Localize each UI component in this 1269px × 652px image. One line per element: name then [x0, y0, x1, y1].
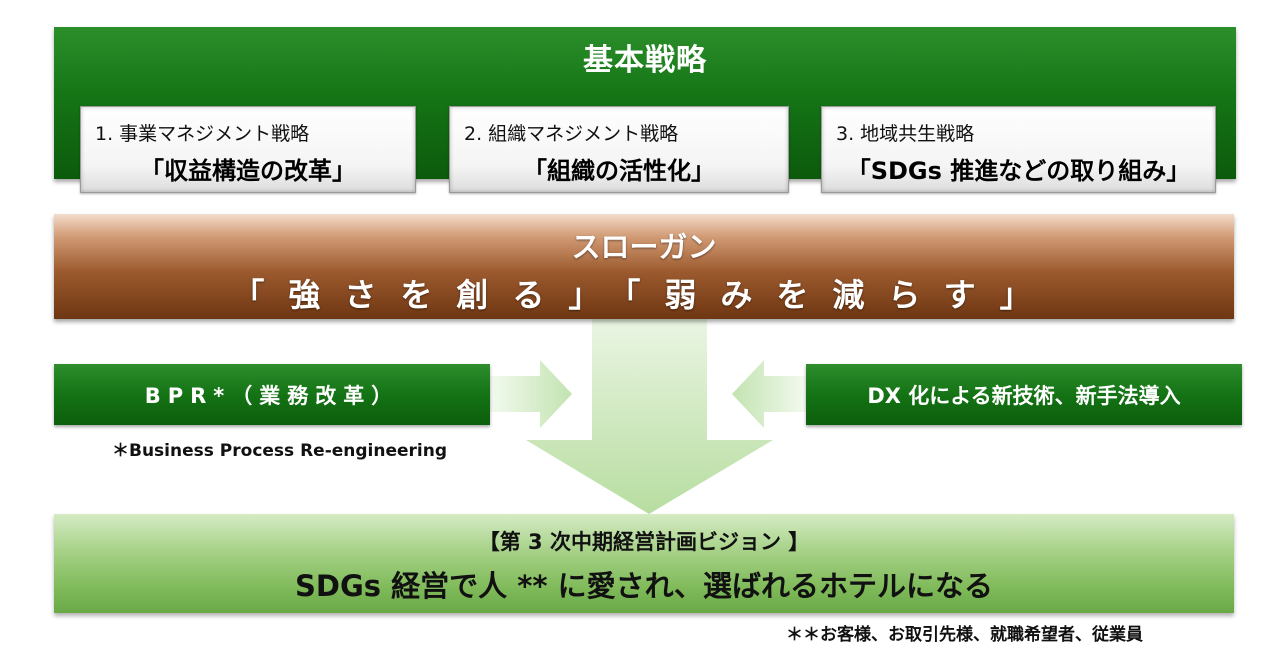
strategy-card-title: 「SDGs 推進などの取り組み」 [846, 157, 1191, 185]
strategy-title: 基本戦略 [583, 43, 707, 78]
vision-text: SDGs 経営で人 ** に愛され、選ばれるホテルになる [295, 569, 993, 603]
down-arrow [526, 319, 773, 514]
vision-band: 【第 3 次中期経営計画ビジョン 】 SDGs 経営で人 ** に愛され、選ばれ… [54, 514, 1234, 613]
strategy-card-label: 2. 組織マネジメント戦略 [464, 123, 679, 145]
left-arrow [732, 360, 806, 428]
slogan-title: スローガン [571, 230, 717, 264]
slogan-band: スローガン 「強さを創る」「弱みを減らす」 [54, 214, 1234, 319]
strategy-card-label: 1. 事業マネジメント戦略 [95, 123, 310, 145]
bpr-box: BPR*（業務改革） [54, 364, 490, 425]
right-arrow [490, 360, 572, 428]
strategy-card-organization: 2. 組織マネジメント戦略 「組織の活性化」 [449, 106, 789, 193]
dx-box: DX 化による新技術、新手法導入 [806, 364, 1242, 425]
strategy-card-title: 「収益構造の改革」 [140, 157, 356, 185]
strategy-band: 基本戦略 1. 事業マネジメント戦略 「収益構造の改革」 2. 組織マネジメント… [54, 27, 1236, 193]
strategy-card-community: 3. 地域共生戦略 「SDGs 推進などの取り組み」 [821, 106, 1216, 193]
strategy-card-label: 3. 地域共生戦略 [836, 123, 975, 145]
bpr-footnote: ＊Business Process Re-engineering [112, 441, 448, 461]
vision-footnote: ＊＊お客様、お取引先様、就職希望者、従業員 [786, 625, 1143, 645]
slogan-text: 「強さを創る」「弱みを減らす」 [232, 276, 1056, 314]
vision-heading: 【第 3 次中期経営計画ビジョン 】 [478, 530, 810, 554]
strategy-card-title: 「組織の活性化」 [523, 157, 715, 185]
strategy-card-business: 1. 事業マネジメント戦略 「収益構造の改革」 [80, 106, 416, 193]
